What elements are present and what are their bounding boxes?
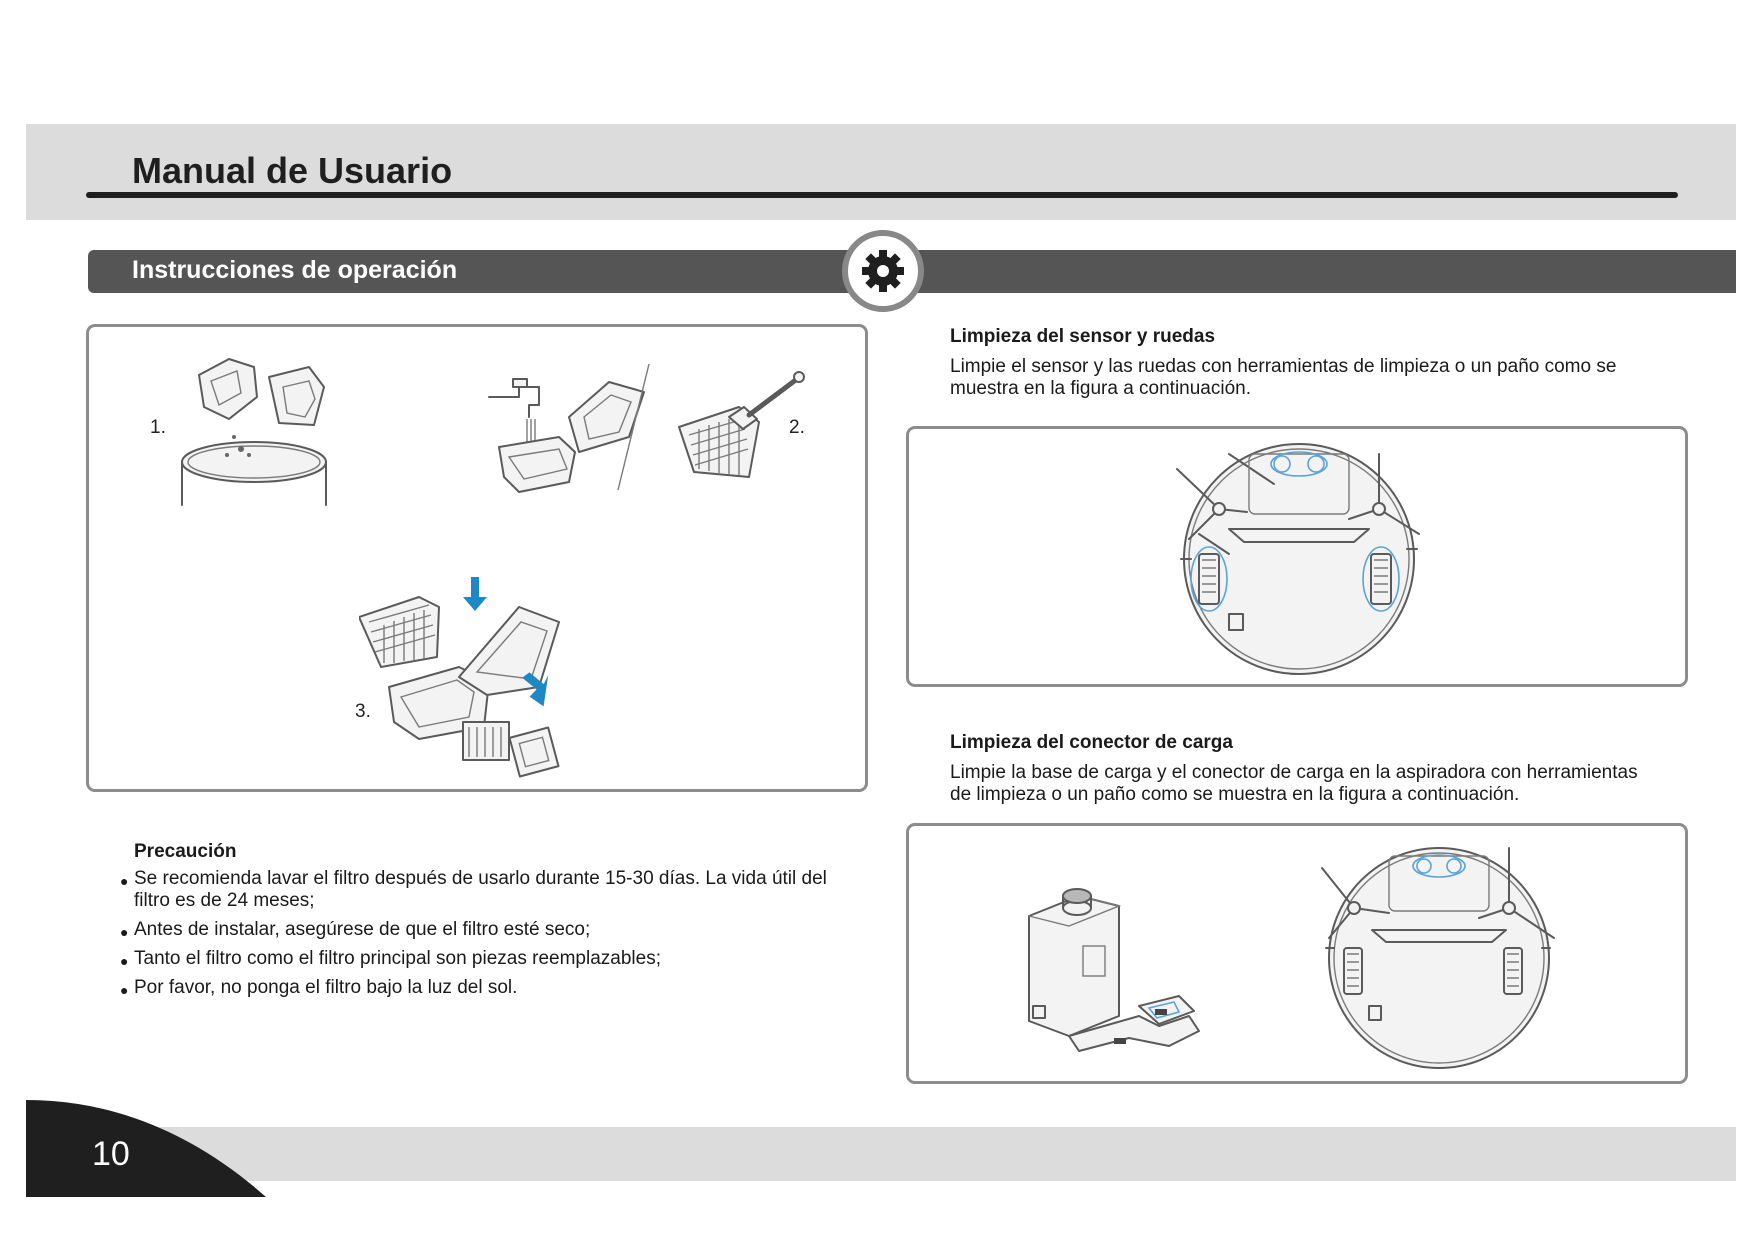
- charging-dock-illustration: [1028, 888, 1200, 1052]
- empty-dustbin-illustration: [181, 358, 327, 506]
- page-title: Manual de Usuario: [132, 150, 453, 191]
- page-number-tab: [26, 1100, 266, 1197]
- caution-item: ● Tanto el filtro como el filtro princip…: [118, 948, 848, 970]
- sensor-wheels-panel: [906, 426, 1688, 687]
- caution-item: ● Por favor, no ponga el filtro bajo la …: [118, 977, 848, 999]
- sensor-cleaning-text-line1: Limpie el sensor y las ruedas con herram…: [950, 356, 1617, 377]
- robot-underside-illustration: [1176, 443, 1420, 675]
- caution-list: ● Se recomienda lavar el filtro después …: [118, 868, 848, 1006]
- down-arrow-icon: [463, 577, 487, 611]
- header-rule: [86, 192, 1678, 198]
- brush-filter-illustration: [678, 371, 805, 478]
- sensor-cleaning-text-line2: muestra en la figura a continuación.: [950, 378, 1252, 399]
- caution-heading: Precaución: [134, 841, 237, 862]
- caution-item-text: Se recomienda lavar el filtro después de…: [134, 868, 827, 889]
- gear-icon: [842, 230, 924, 312]
- bullet-icon: ●: [120, 924, 129, 940]
- step-3-label: 3.: [355, 701, 371, 722]
- step-1-label: 1.: [150, 417, 166, 438]
- wash-filter-illustration: [488, 378, 645, 493]
- robot-contacts-illustration: [1321, 847, 1555, 1069]
- insert-arrow-icon: [522, 672, 549, 707]
- charger-cleaning-text-line2: de limpieza o un paño como se muestra en…: [950, 784, 1520, 805]
- page-number: 10: [92, 1135, 130, 1173]
- caution-item-text: Antes de instalar, asegúrese de que el f…: [134, 919, 591, 940]
- caution-item-text-cont: filtro es de 24 meses;: [134, 890, 315, 911]
- caution-item-text: Tanto el filtro como el filtro principal…: [134, 948, 661, 969]
- charger-panel: [906, 823, 1688, 1084]
- caution-item: ● Se recomienda lavar el filtro después …: [118, 868, 848, 912]
- caution-item-text: Por favor, no ponga el filtro bajo la lu…: [134, 977, 518, 998]
- sensor-cleaning-heading: Limpieza del sensor y ruedas: [950, 326, 1216, 347]
- section-title: Instrucciones de operación: [132, 256, 458, 284]
- bullet-icon: ●: [120, 873, 129, 889]
- charger-cleaning-text-line1: Limpie la base de carga y el conector de…: [950, 762, 1638, 783]
- header-band: [26, 124, 1736, 220]
- divider-line: [617, 363, 650, 491]
- bullet-icon: ●: [120, 953, 129, 969]
- caution-item: ● Antes de instalar, asegúrese de que el…: [118, 919, 848, 941]
- reassemble-filter-illustration: [359, 577, 560, 778]
- step-2-label: 2.: [789, 417, 805, 438]
- filter-steps-panel: 1. 2. 3.: [86, 324, 868, 792]
- footer-band: [26, 1127, 1736, 1181]
- bullet-icon: ●: [120, 982, 129, 998]
- charger-cleaning-heading: Limpieza del conector de carga: [950, 732, 1233, 753]
